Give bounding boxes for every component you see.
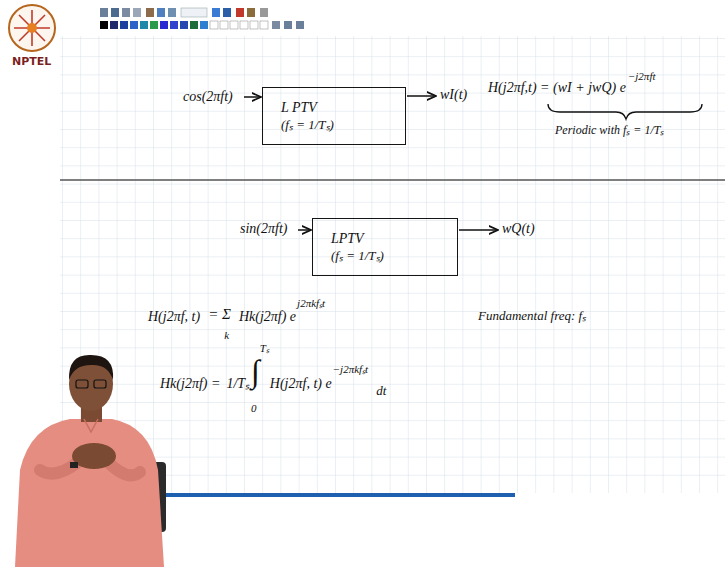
brace-note: Periodic with fₛ = 1/Tₛ — [555, 124, 664, 138]
glasses — [76, 380, 88, 388]
color-swatch — [170, 21, 178, 29]
color-swatch — [160, 21, 168, 29]
output-arrow — [407, 95, 436, 97]
grid-paper — [60, 36, 725, 493]
toolbar — [100, 8, 304, 29]
collar — [84, 419, 98, 432]
toolbar-icon — [111, 8, 119, 17]
equation: 1/Tₛ — [226, 376, 249, 392]
integral-limit: Tₛ — [260, 342, 269, 355]
toolbar-icon — [260, 8, 268, 17]
arm — [108, 462, 140, 475]
toolbar-icon — [272, 21, 280, 29]
glasses — [94, 380, 106, 388]
color-swatch — [260, 21, 268, 29]
color-swatch — [180, 21, 188, 29]
color-swatch — [130, 21, 138, 29]
process-box: L PTV(fₛ = 1/Tₛ) — [262, 87, 406, 145]
input-signal: cos(2πft) — [183, 89, 233, 105]
toolbar-icon — [146, 8, 154, 17]
logo-ring — [9, 5, 55, 51]
equation: Hk(j2πf) e — [239, 309, 296, 325]
underbrace — [548, 104, 702, 119]
watch — [70, 462, 78, 468]
toolbar-dropdown — [181, 8, 207, 17]
hands — [72, 443, 116, 469]
lecturer — [15, 355, 166, 567]
color-swatch — [110, 21, 118, 29]
color-swatch — [140, 21, 148, 29]
toolbar-icon — [223, 8, 231, 17]
output-arrow — [459, 229, 498, 231]
color-swatch — [230, 21, 238, 29]
color-swatch — [150, 21, 158, 29]
equation: H(j2πf, t) e — [270, 376, 332, 392]
arm — [40, 462, 78, 474]
toolbar-icon — [100, 8, 108, 17]
toolbar-icon — [247, 8, 255, 17]
color-swatch — [190, 21, 198, 29]
logo-text: NPTEL — [12, 56, 51, 69]
process-box: LPTV(fₛ = 1/Tₛ) — [312, 218, 458, 276]
input-arrow — [244, 96, 261, 98]
equation: Hk(j2πf) = — [160, 376, 220, 392]
exponent: j2πkfₛt — [297, 297, 325, 310]
color-swatch — [220, 21, 228, 29]
toolbar-icon — [236, 8, 244, 17]
integral-sign: ∫ — [251, 353, 260, 390]
toolbar-icon — [212, 8, 220, 17]
sum-index: k — [224, 329, 229, 342]
block-parameter: (fₛ = 1/Tₛ) — [281, 117, 334, 133]
hair — [69, 355, 113, 380]
color-swatch — [120, 21, 128, 29]
exponent: −j2πft — [628, 70, 656, 83]
input-arrow — [298, 229, 311, 231]
block-parameter: (fₛ = 1/Tₛ) — [331, 248, 384, 264]
logo-petals — [14, 10, 50, 46]
toolbar-icon — [133, 8, 141, 17]
color-swatch — [200, 21, 208, 29]
shirt — [15, 419, 164, 567]
equation: H(j2πf,t) = (wI + jwQ) e — [488, 80, 626, 96]
color-swatch — [250, 21, 258, 29]
logo-petal — [19, 15, 45, 41]
logo-center — [27, 23, 37, 33]
note: Fundamental freq: fₛ — [478, 309, 586, 324]
toolbar-icon — [157, 8, 165, 17]
nptel-logo — [9, 5, 55, 51]
exponent: −j2πkfₛt — [333, 363, 368, 376]
integral-limit: 0 — [251, 402, 257, 415]
equation: dt — [376, 384, 386, 399]
logo-petal — [19, 15, 45, 41]
color-swatch — [100, 21, 108, 29]
block-name: L PTV — [281, 100, 317, 117]
progress-bar — [165, 493, 515, 497]
output-signal: wI(t) — [440, 87, 467, 103]
toolbar-icon — [168, 8, 176, 17]
toolbar-icon — [296, 21, 304, 29]
output-signal: wQ(t) — [502, 221, 535, 237]
equation: = Σ — [208, 306, 231, 323]
input-signal: sin(2πft) — [240, 221, 287, 237]
toolbar-icon — [284, 21, 292, 29]
color-swatch — [210, 21, 218, 29]
equation: H(j2πf, t) — [148, 309, 200, 325]
toolbar-icon — [122, 8, 130, 17]
block-name: LPTV — [331, 231, 364, 248]
color-swatch — [240, 21, 248, 29]
separator-line — [60, 179, 725, 181]
